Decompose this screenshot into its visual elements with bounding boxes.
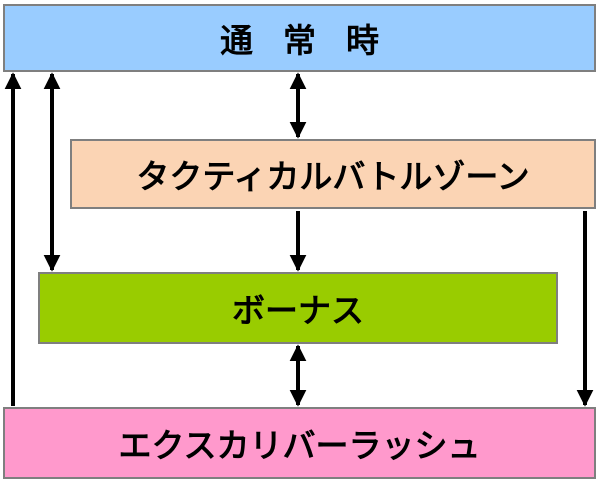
state-box-excalibur-rush: エクスカリバーラッシュ: [3, 407, 596, 479]
state-label-excalibur-rush: エクスカリバーラッシュ: [118, 426, 481, 465]
state-label-normal: 通常時: [220, 21, 409, 60]
state-label-tactical-battle-zone: タクティカルバトルゾーン: [136, 157, 530, 196]
state-box-bonus: ボーナス: [38, 272, 558, 344]
state-box-normal: 通常時: [3, 4, 596, 72]
state-label-bonus: ボーナス: [232, 291, 364, 330]
state-box-tactical-battle-zone: タクティカルバトルゾーン: [70, 139, 596, 209]
